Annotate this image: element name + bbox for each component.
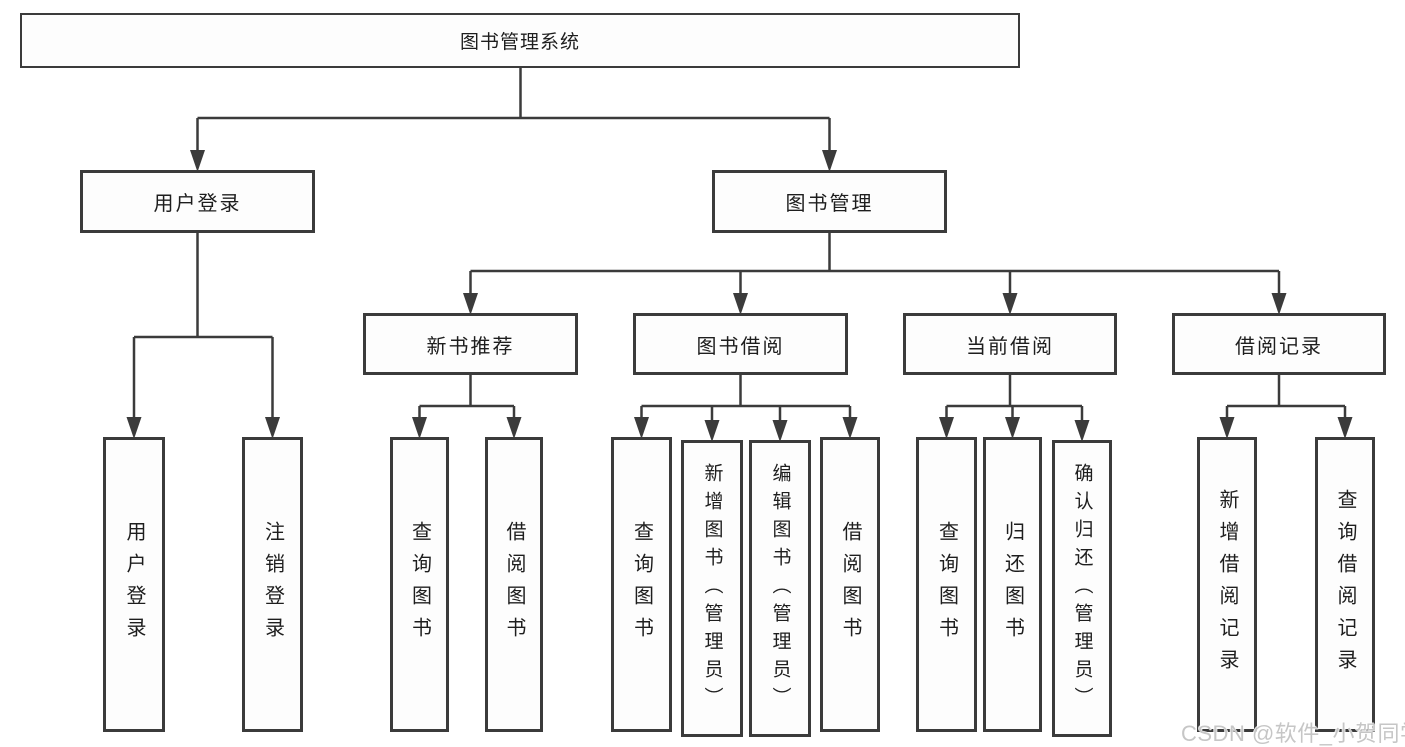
- arrowhead: [842, 417, 858, 439]
- leaf-borrow-books-recommend-label: 借阅图书: [503, 520, 525, 649]
- edge-book-management-children: [469, 233, 1281, 310]
- leaf-query-books-recommend-label: 查询图书: [408, 520, 431, 649]
- arrowhead: [412, 417, 427, 439]
- arrowhead: [733, 293, 748, 315]
- node-borrow-records: 借阅记录: [1172, 313, 1386, 375]
- arrowhead: [1271, 293, 1287, 315]
- edge-borrow-records-children: [1225, 375, 1347, 434]
- node-new-book-recommend: 新书推荐: [363, 313, 578, 375]
- edge-book-borrow-children: [640, 375, 852, 437]
- leaf-query-books-borrow: 查询图书: [611, 437, 672, 732]
- leaf-return-books: 归还图书: [983, 437, 1042, 732]
- arrowhead: [1337, 417, 1353, 439]
- node-current-borrow: 当前借阅: [903, 313, 1117, 375]
- leaf-add-book-admin-label: 新增图书（管理员）: [701, 462, 723, 715]
- leaf-user-login: 用户登录: [103, 437, 165, 732]
- edge-new-book-recommend-children: [418, 375, 516, 434]
- arrowhead: [126, 417, 142, 439]
- leaf-user-login-label: 用户登录: [123, 520, 145, 649]
- leaf-logout-label: 注销登录: [261, 520, 284, 649]
- leaf-edit-book-admin-label: 编辑图书（管理员）: [769, 462, 791, 715]
- leaf-query-borrow-record-label: 查询借阅记录: [1334, 488, 1356, 681]
- arrowhead: [822, 150, 837, 172]
- node-current-borrow-label: 当前借阅: [966, 335, 1054, 358]
- arrowhead: [939, 417, 954, 439]
- arrowhead: [463, 293, 478, 315]
- arrowhead: [1219, 417, 1235, 439]
- csdn-watermark: CSDN @软件_小贺同学: [1181, 721, 1405, 746]
- leaf-edit-book-admin: 编辑图书（管理员）: [749, 440, 811, 737]
- leaf-query-borrow-record: 查询借阅记录: [1315, 437, 1375, 732]
- node-user-login-label: 用户登录: [153, 193, 242, 215]
- node-root-label: 图书管理系统: [459, 32, 580, 53]
- leaf-borrow-books: 借阅图书: [820, 437, 880, 732]
- arrowhead: [506, 417, 522, 439]
- arrowhead: [1002, 293, 1018, 315]
- edge-root-to-level2: [196, 68, 831, 167]
- edge-user-login-children: [132, 233, 274, 434]
- leaf-add-book-admin: 新增图书（管理员）: [681, 440, 743, 737]
- node-book-borrow-label: 图书借阅: [696, 335, 785, 358]
- node-new-book-recommend-label: 新书推荐: [426, 335, 515, 358]
- leaf-add-borrow-record: 新增借阅记录: [1197, 437, 1257, 732]
- arrowhead: [190, 150, 205, 172]
- arrowhead: [1005, 417, 1020, 439]
- leaf-add-borrow-record-label: 新增借阅记录: [1216, 488, 1238, 681]
- arrowhead: [265, 417, 280, 439]
- node-book-management: 图书管理: [712, 170, 947, 233]
- leaf-logout: 注销登录: [242, 437, 303, 732]
- arrowhead: [1074, 420, 1090, 442]
- arrowheads: [126, 150, 1353, 442]
- leaf-confirm-return-admin: 确认归还（管理员）: [1052, 440, 1112, 737]
- leaf-query-books-borrow-label: 查询图书: [630, 520, 653, 649]
- leaf-return-books-label: 归还图书: [1001, 520, 1024, 649]
- node-book-borrow: 图书借阅: [633, 313, 848, 375]
- node-book-management-label: 图书管理: [785, 193, 874, 215]
- node-borrow-records-label: 借阅记录: [1235, 335, 1323, 358]
- arrowhead: [704, 420, 720, 442]
- leaf-query-books-current: 查询图书: [916, 437, 977, 732]
- arrowhead: [772, 420, 788, 442]
- leaf-confirm-return-admin-label: 确认归还（管理员）: [1071, 462, 1093, 715]
- node-root: 图书管理系统: [20, 13, 1020, 68]
- leaf-borrow-books-recommend: 借阅图书: [485, 437, 543, 732]
- leaf-query-books-recommend: 查询图书: [390, 437, 449, 732]
- leaf-borrow-books-label: 借阅图书: [839, 520, 861, 649]
- arrowhead: [634, 417, 649, 439]
- leaf-query-books-current-label: 查询图书: [935, 520, 958, 649]
- node-user-login: 用户登录: [80, 170, 315, 233]
